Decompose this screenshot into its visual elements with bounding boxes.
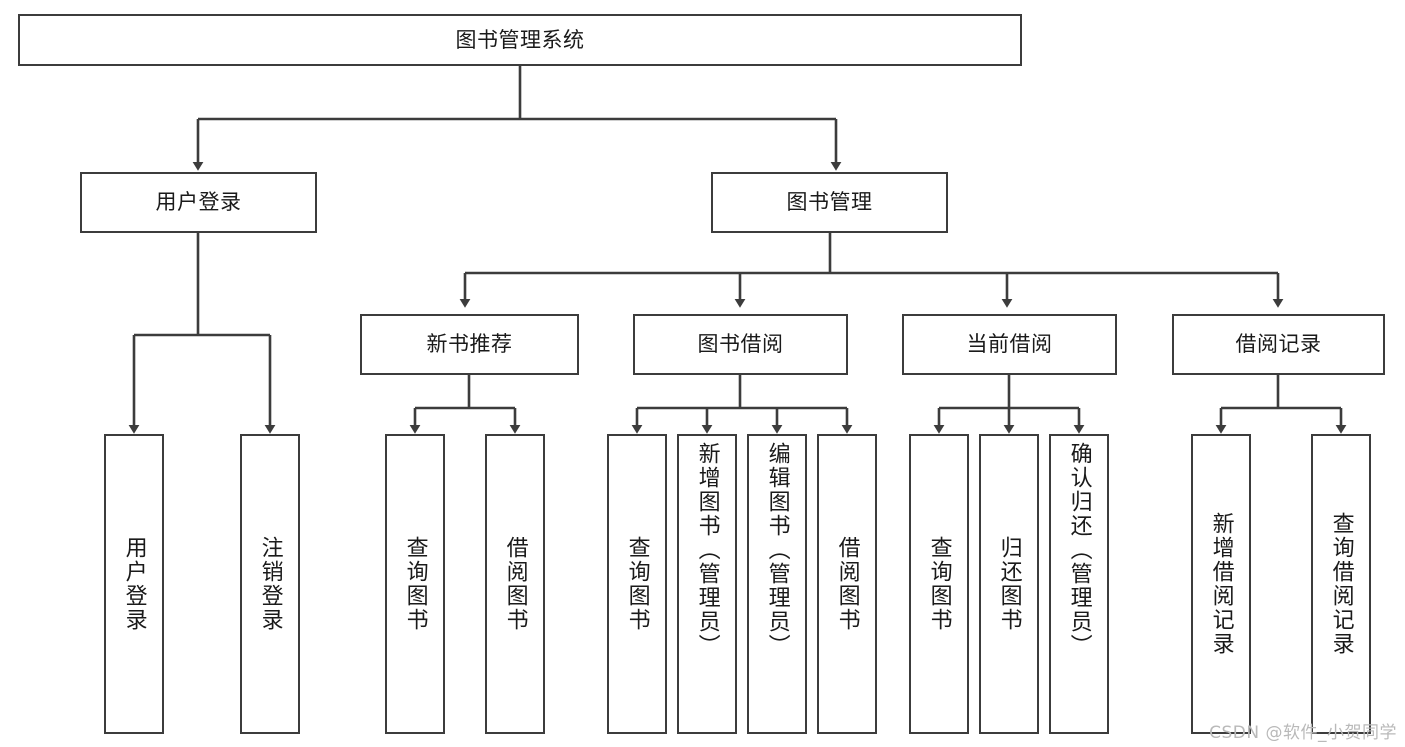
node-leaf-edit-book[interactable]: 编辑图书（管理员）	[747, 434, 807, 734]
node-leaf-cur-query-book[interactable]: 查询图书	[909, 434, 969, 734]
node-root-label: 图书管理系统	[455, 27, 585, 52]
node-leaf-borrow-query-book[interactable]: 查询图书	[607, 434, 667, 734]
node-leaf-rec-query-book-label: 查询图书	[402, 536, 428, 632]
node-leaf-add-record[interactable]: 新增借阅记录	[1191, 434, 1251, 734]
node-leaf-add-book[interactable]: 新增图书（管理员）	[677, 434, 737, 734]
node-leaf-logout[interactable]: 注销登录	[240, 434, 300, 734]
node-leaf-user-login-label: 用户登录	[121, 536, 147, 632]
node-new-book-rec-label: 新书推荐	[426, 332, 513, 357]
node-leaf-borrow-book-label: 借阅图书	[834, 536, 860, 632]
node-current-borrow-label: 当前借阅	[966, 332, 1053, 357]
node-leaf-query-record[interactable]: 查询借阅记录	[1311, 434, 1371, 734]
node-leaf-add-book-label: 新增图书（管理员）	[694, 442, 720, 658]
node-leaf-add-record-label: 新增借阅记录	[1208, 512, 1234, 656]
node-leaf-query-record-label: 查询借阅记录	[1328, 512, 1354, 656]
node-current-borrow[interactable]: 当前借阅	[902, 314, 1117, 375]
node-leaf-borrow-book[interactable]: 借阅图书	[817, 434, 877, 734]
node-root[interactable]: 图书管理系统	[18, 14, 1022, 66]
node-leaf-edit-book-label: 编辑图书（管理员）	[764, 442, 790, 658]
node-leaf-return-book-label: 归还图书	[996, 536, 1022, 632]
node-leaf-rec-borrow-book[interactable]: 借阅图书	[485, 434, 545, 734]
node-book-borrow[interactable]: 图书借阅	[633, 314, 848, 375]
node-leaf-confirm-return-label: 确认归还（管理员）	[1066, 442, 1092, 658]
node-leaf-user-login[interactable]: 用户登录	[104, 434, 164, 734]
node-leaf-borrow-query-book-label: 查询图书	[624, 536, 650, 632]
node-leaf-logout-label: 注销登录	[257, 536, 283, 632]
node-user-login[interactable]: 用户登录	[80, 172, 317, 233]
node-leaf-confirm-return[interactable]: 确认归还（管理员）	[1049, 434, 1109, 734]
node-book-borrow-label: 图书借阅	[697, 332, 784, 357]
node-borrow-record-label: 借阅记录	[1235, 332, 1322, 357]
csdn-watermark: CSDN @软件_小贺同学	[1209, 723, 1397, 743]
node-book-manage-label: 图书管理	[786, 190, 873, 215]
node-user-login-label: 用户登录	[155, 190, 242, 215]
node-book-manage[interactable]: 图书管理	[711, 172, 948, 233]
node-leaf-cur-query-book-label: 查询图书	[926, 536, 952, 632]
node-borrow-record[interactable]: 借阅记录	[1172, 314, 1385, 375]
node-leaf-return-book[interactable]: 归还图书	[979, 434, 1039, 734]
node-leaf-rec-borrow-book-label: 借阅图书	[502, 536, 528, 632]
node-new-book-rec[interactable]: 新书推荐	[360, 314, 579, 375]
node-leaf-rec-query-book[interactable]: 查询图书	[385, 434, 445, 734]
